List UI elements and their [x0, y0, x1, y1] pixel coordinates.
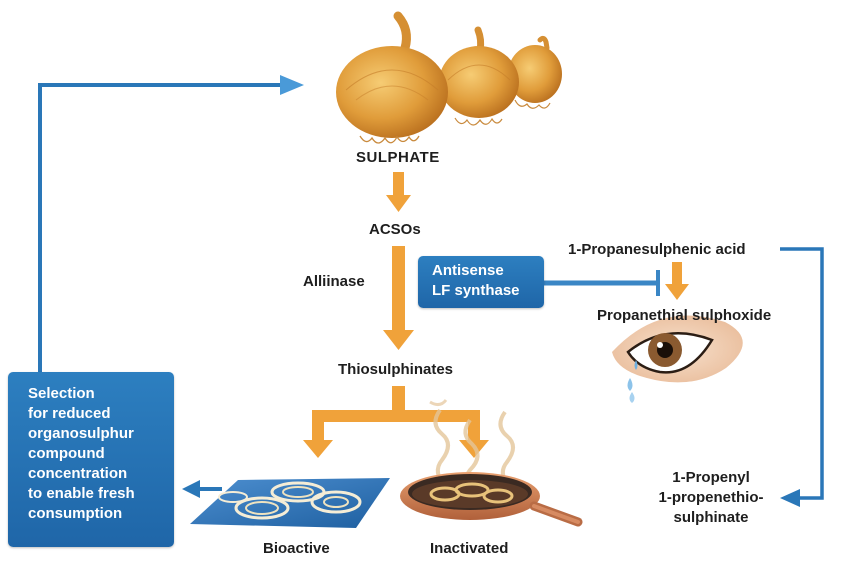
- label-sulphate: SULPHATE: [356, 149, 440, 166]
- arrow-acsos-to-thiosulphinates: [383, 246, 414, 350]
- arrow-thiosulphinates-split: [303, 386, 489, 458]
- label-propenyl-line-2: 1-propenethio-: [658, 489, 764, 506]
- label-propanethial-sulphoxide: Propanethial sulphoxide: [597, 307, 772, 324]
- selection-line-1: Selection: [28, 385, 95, 402]
- blue-arrows: [38, 75, 824, 507]
- antisense-lf-synthase-box: Antisense LF synthase: [418, 256, 544, 308]
- label-propenyl-line-1: 1-Propenyl: [672, 469, 750, 486]
- antisense-line-1: Antisense: [432, 262, 504, 279]
- arrow-sulphate-to-acsos: [386, 172, 411, 212]
- label-bioactive: Bioactive: [263, 540, 330, 557]
- selection-line-7: consumption: [28, 505, 123, 522]
- frying-pan-illustration: [400, 399, 583, 527]
- label-propenyl-line-3: sulphinate: [673, 509, 749, 526]
- selection-line-6: to enable fresh: [28, 485, 135, 502]
- eye-illustration: [612, 315, 743, 403]
- selection-line-2: for reduced: [28, 405, 111, 422]
- arrow-propanesulphenic-to-propenyl: [780, 247, 824, 500]
- label-acsos: ACSOs: [369, 221, 421, 238]
- arrow-propanesulphenic-to-propanethial: [665, 262, 689, 300]
- orange-arrows: [303, 172, 689, 458]
- selection-line-4: compound: [28, 445, 105, 462]
- label-alliinase: Alliinase: [303, 273, 365, 290]
- label-thiosulphinates: Thiosulphinates: [338, 361, 454, 378]
- selection-line-3: organosulphur: [28, 425, 134, 442]
- onion-illustration: [336, 11, 562, 144]
- bioactive-plate-illustration: [190, 478, 390, 528]
- label-propanesulphenic-acid: 1-Propanesulphenic acid: [568, 241, 746, 258]
- antisense-line-2: LF synthase: [432, 282, 520, 299]
- selection-box: Selection for reduced organosulphur comp…: [8, 372, 174, 547]
- label-propenyl: 1-Propenyl 1-propenethio- sulphinate: [646, 468, 776, 528]
- selection-line-5: concentration: [28, 465, 128, 482]
- label-inactivated: Inactivated: [430, 540, 509, 557]
- arrow-selection-to-onions: [38, 83, 282, 372]
